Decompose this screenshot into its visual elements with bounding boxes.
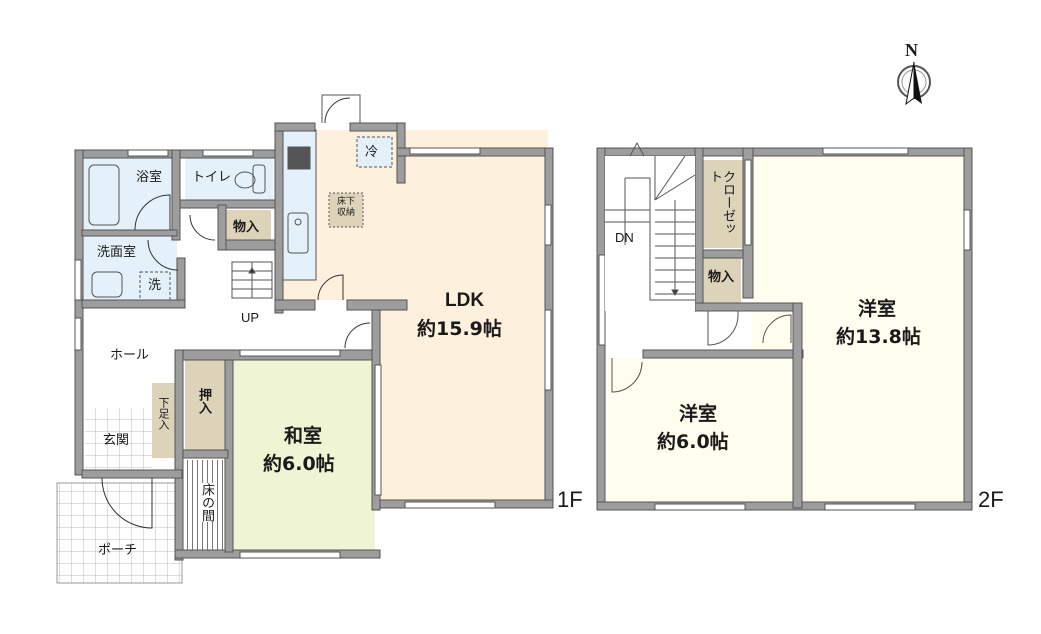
label-small-room: 洋室 xyxy=(679,403,718,425)
washitsu-fill xyxy=(233,360,375,552)
closet-fill xyxy=(703,160,743,248)
small-room-fill xyxy=(607,358,793,503)
shoe-closet-fill xyxy=(152,383,176,458)
label-porch: ポーチ xyxy=(98,543,138,558)
label-ldk: LDK xyxy=(445,290,485,311)
label-underfloor-storage: 床下収納 xyxy=(336,197,355,218)
label-hall: ホール xyxy=(110,348,150,363)
label-ldk-size: 約15.9帖 xyxy=(417,318,502,340)
underfloor-storage xyxy=(328,192,364,228)
label-stairs-down: DN xyxy=(615,230,634,245)
label-small-room-size: 約6.0帖 xyxy=(657,431,729,453)
floor-label-1f: 1F xyxy=(557,487,583,512)
label-toilet: トイレ xyxy=(192,170,232,185)
label-oshiire: 押入 xyxy=(196,388,211,414)
label-entrance: 玄関 xyxy=(103,433,130,448)
label-washitsu: 和室 xyxy=(284,425,323,447)
floor-label-2f: 2F xyxy=(978,487,1004,512)
label-storage-2f: 物入 xyxy=(708,270,735,285)
porch-tile xyxy=(56,482,183,584)
label-tokonoma: 床の間 xyxy=(199,483,214,522)
label-shoe-closet: 下足入 xyxy=(157,397,170,430)
entrance-tile xyxy=(85,408,152,470)
first-floor xyxy=(56,94,554,584)
compass-north-label: N xyxy=(905,40,918,60)
label-washroom: 洗面室 xyxy=(97,245,137,260)
label-storage-1f: 物入 xyxy=(233,220,260,235)
oshiire-fill xyxy=(185,360,225,450)
storage-2f-fill xyxy=(703,258,741,303)
label-bath: 浴室 xyxy=(136,170,163,185)
bath-fill xyxy=(82,158,172,233)
label-fridge: 冷 xyxy=(365,145,379,160)
washroom-fill xyxy=(82,235,177,307)
north-compass-icon xyxy=(897,61,931,106)
label-large-room-size: 約13.8帖 xyxy=(836,326,921,348)
label-washitsu-size: 約6.0帖 xyxy=(263,453,335,475)
second-floor xyxy=(596,141,973,511)
label-washer: 洗 xyxy=(148,278,162,293)
label-large-room: 洋室 xyxy=(858,298,897,320)
label-stairs-up: UP xyxy=(241,310,260,325)
fridge-area xyxy=(356,136,393,168)
label-closet: クローゼット xyxy=(707,170,735,235)
